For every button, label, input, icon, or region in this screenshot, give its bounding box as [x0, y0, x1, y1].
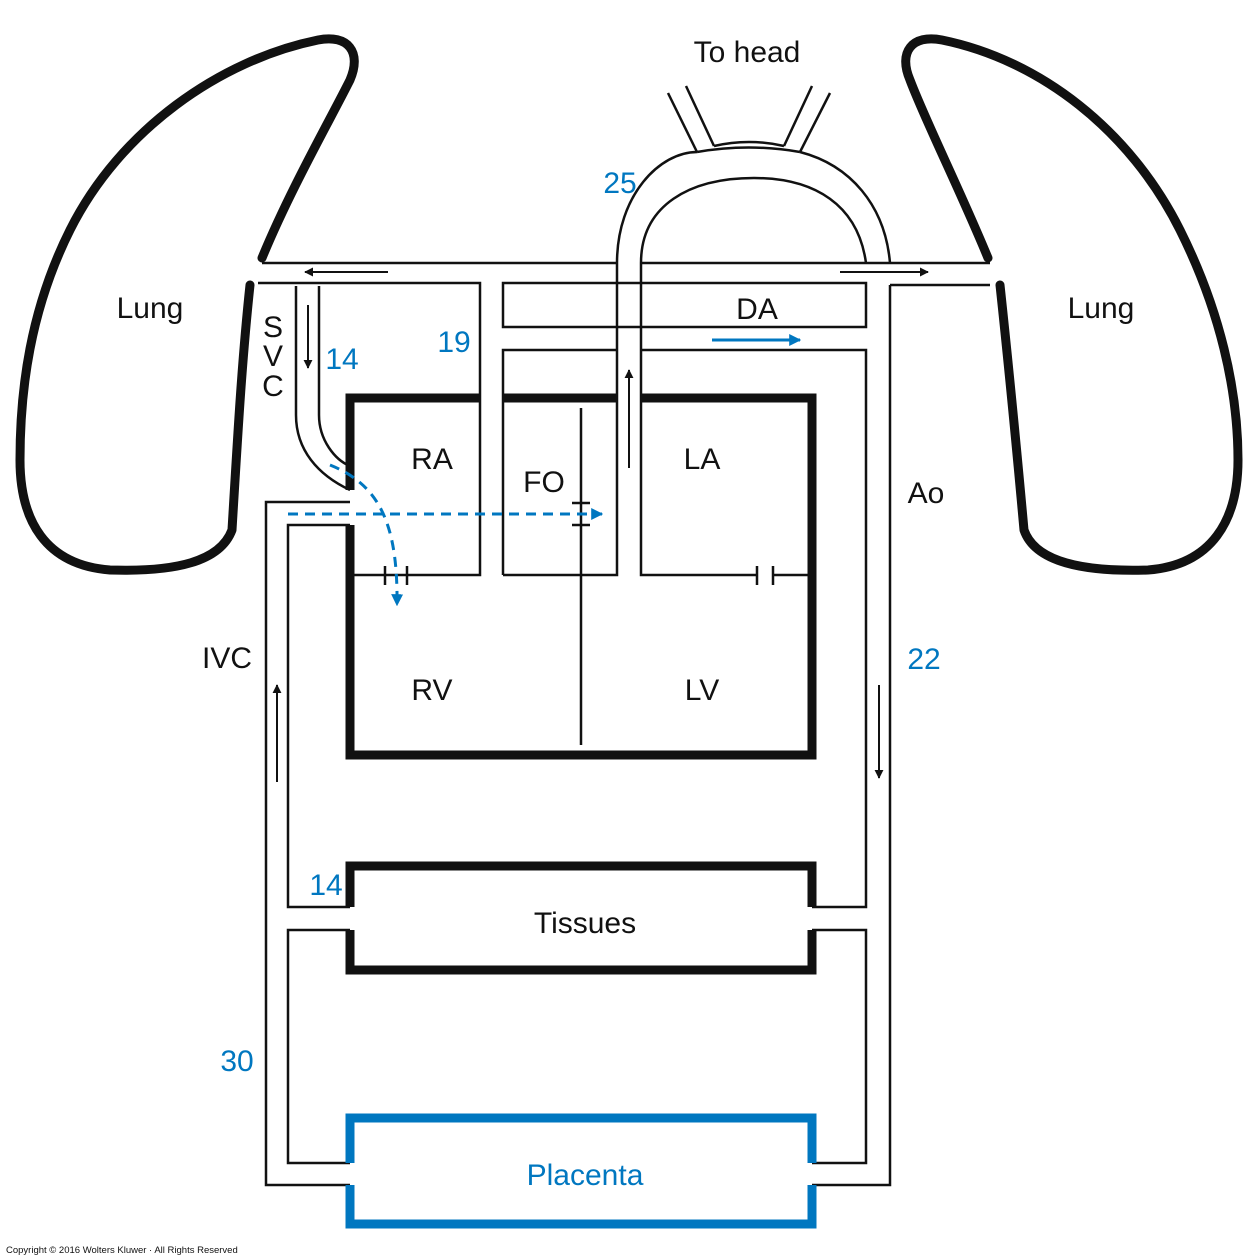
lv-label: LV: [685, 674, 719, 707]
oxygenated-flow-arrows: [288, 334, 802, 607]
vena-cava: [264, 286, 868, 1187]
right-lung-label: Lung: [1068, 292, 1135, 325]
right-lung: [901, 34, 1243, 575]
flow-arrows: [272, 267, 929, 782]
rv-label: RV: [411, 674, 452, 707]
svc-label-s: S: [263, 311, 283, 344]
la-label: LA: [684, 443, 721, 476]
to-head-label: To head: [694, 36, 801, 69]
pulmonary-vessels: [258, 261, 990, 1187]
svc-label-c: C: [262, 370, 284, 403]
heart-valves: [383, 501, 775, 585]
left-lung-label: Lung: [117, 292, 184, 325]
left-lung: [15, 34, 359, 575]
tissue-return-value: 14: [309, 869, 342, 902]
head-vessels: [666, 85, 832, 153]
aortic-arch: [615, 146, 892, 264]
descending-aorta-value: 22: [907, 643, 940, 676]
ao-label: Ao: [908, 477, 945, 510]
ra-label: RA: [411, 443, 453, 476]
copyright-notice: Copyright © 2016 Wolters Kluwer · All Ri…: [6, 1245, 238, 1256]
ivc-value: 30: [220, 1045, 253, 1078]
svc-value: 14: [325, 343, 358, 376]
pulmonary-value: 19: [437, 326, 470, 359]
placenta-bed: [345, 1113, 817, 1229]
ivc-label: IVC: [202, 642, 252, 675]
da-label: DA: [736, 293, 778, 326]
fo-label: FO: [523, 466, 565, 499]
ascending-aorta: [503, 263, 812, 745]
tissues-bed: [345, 861, 817, 975]
placenta-label: Placenta: [527, 1159, 644, 1192]
aortic-arch-value: 25: [603, 167, 636, 200]
tissues-label: Tissues: [534, 907, 636, 940]
svc-label-v: V: [263, 340, 283, 373]
heart-outline: [345, 393, 817, 760]
